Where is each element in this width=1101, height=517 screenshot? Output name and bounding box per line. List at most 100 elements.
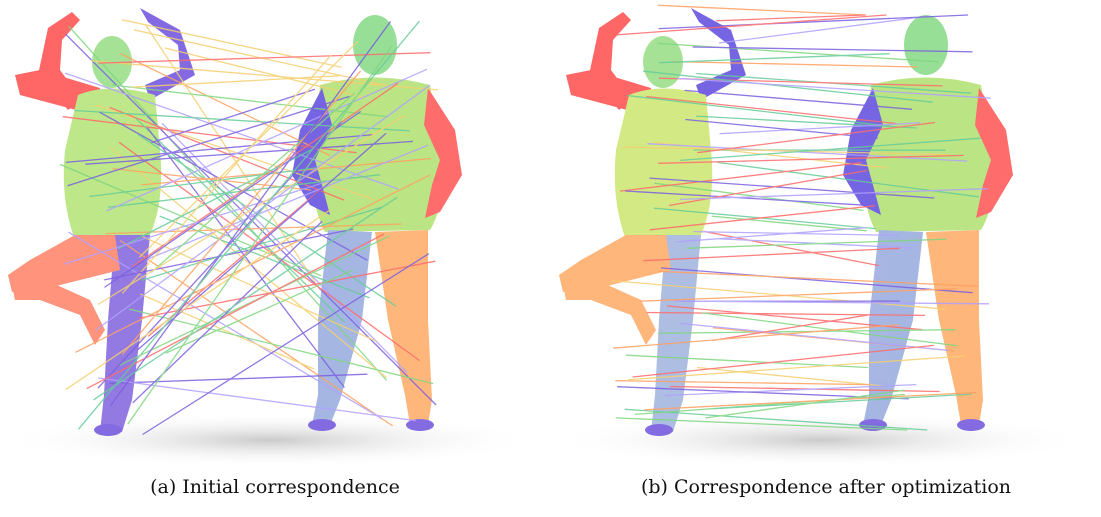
correspondence-line [67, 95, 350, 187]
correspondence-line [705, 389, 905, 419]
correspondence-line [139, 293, 315, 370]
correspondence-line [696, 366, 884, 387]
correspondence-line [647, 143, 968, 162]
correspondence-line [165, 269, 354, 354]
correspondence-line [619, 162, 862, 192]
correspondence-line [109, 147, 387, 379]
correspondence-line [657, 42, 939, 63]
correspondence-line [104, 228, 354, 281]
correspondence-line [644, 391, 977, 411]
correspondence-line [643, 70, 933, 103]
left-figure-other-arm [140, 8, 195, 100]
correspondence-line [680, 137, 981, 162]
correspondence-line [150, 92, 356, 273]
correspondence-line [712, 314, 870, 342]
correspondence-line [127, 45, 393, 425]
correspondence-line [657, 4, 867, 16]
right-figure-head [353, 15, 397, 75]
correspondence-line [664, 383, 917, 397]
correspondence-line [680, 188, 988, 201]
correspondence-line [89, 166, 321, 198]
correspondence-line [137, 132, 387, 351]
correspondence-line [111, 84, 389, 118]
figure-panel-b: (b) Correspondence after optimization [551, 0, 1101, 517]
correspondence-line [117, 235, 390, 367]
correspondence-line [632, 344, 934, 378]
correspondence-line [142, 236, 376, 342]
correspondence-lines [59, 19, 439, 436]
right-figure-right-foot [406, 419, 434, 431]
correspondence-line [658, 77, 943, 87]
right-figure-head [904, 15, 948, 75]
correspondence-line [692, 46, 973, 53]
correspondence-line [611, 279, 946, 310]
correspondence-line [65, 133, 374, 164]
correspondence-line [659, 53, 890, 64]
correspondence-line [624, 408, 928, 431]
correspondence-line [131, 75, 340, 88]
ground-shadow [551, 412, 1091, 468]
correspondence-line [627, 355, 965, 381]
correspondence-line [141, 144, 429, 263]
correspondence-line [646, 311, 926, 317]
correspondence-line [98, 52, 431, 64]
correspondence-line [658, 154, 964, 164]
correspondence-line [139, 260, 436, 319]
correspondence-line [121, 19, 342, 68]
correspondence-line [133, 29, 384, 86]
correspondence-line [85, 140, 413, 165]
correspondence-line [121, 70, 362, 355]
correspondence-line [90, 60, 439, 91]
correspondence-line [59, 163, 322, 277]
correspondence-line [142, 253, 430, 436]
left-figure-bent-leg-shin [563, 282, 656, 345]
left-body-figure [8, 8, 195, 436]
correspondence-line [615, 380, 870, 386]
correspondence-line [74, 109, 410, 132]
correspondence-line [146, 127, 345, 388]
correspondence-line [109, 373, 368, 384]
correspondence-line [716, 14, 866, 22]
right-figure-right-arm [975, 88, 1013, 218]
correspondence-line [613, 324, 899, 349]
left-figure-torso [614, 88, 713, 240]
right-figure-right-leg [926, 230, 983, 425]
correspondence-line [672, 60, 918, 68]
correspondence-line [625, 190, 866, 206]
correspondence-line [109, 21, 392, 407]
correspondence-line [75, 174, 431, 353]
correspondence-line [695, 115, 917, 129]
caption-a: (a) Initial correspondence [150, 476, 400, 498]
correspondence-line [614, 14, 887, 36]
correspondence-line [718, 15, 928, 44]
correspondence-lines [611, 4, 991, 431]
correspondence-line [653, 207, 876, 230]
correspondence-line [646, 95, 897, 125]
correspondence-line [680, 322, 949, 352]
left-figure-other-arm [691, 8, 746, 100]
left-figure-bent-leg-thigh [559, 235, 671, 292]
left-figure-foot [645, 424, 673, 436]
correspondence-line [62, 116, 357, 154]
correspondence-line [122, 54, 332, 294]
correspondence-line [658, 14, 969, 30]
correspondence-line [67, 231, 383, 420]
correspondence-line [132, 82, 399, 268]
correspondence-line [65, 209, 331, 391]
correspondence-line [621, 146, 948, 156]
correspondence-line [627, 94, 896, 128]
correspondence-line [119, 53, 331, 157]
figure-panel-a: (a) Initial correspondence [0, 0, 550, 517]
correspondence-line [658, 329, 957, 334]
correspondence-line [658, 270, 978, 287]
right-figure-right-arm [424, 88, 462, 218]
correspondence-line [660, 267, 973, 294]
correspondence-line [643, 247, 900, 262]
correspondence-line [677, 77, 991, 99]
left-figure-foot [94, 424, 122, 436]
right-body-figure [843, 15, 1013, 431]
correspondence-line [702, 312, 958, 347]
right-figure-torso [312, 77, 443, 232]
correspondence-line [685, 118, 878, 139]
correspondence-line [673, 300, 990, 305]
